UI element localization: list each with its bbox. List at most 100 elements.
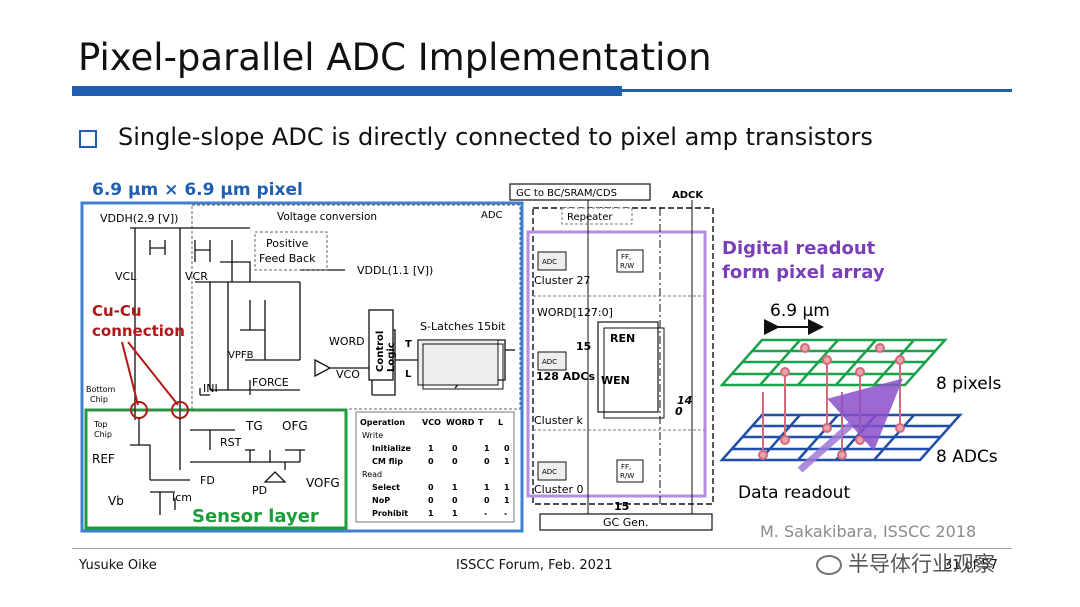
readout-purple-frame <box>526 230 707 498</box>
table-cell: Select <box>372 483 400 492</box>
table-cell: 0 <box>428 483 434 492</box>
vpfb-label: VPFB <box>228 350 254 361</box>
adc-cluster0-label: ADC <box>542 468 557 476</box>
adc128-label: 128 ADCs <box>536 370 596 383</box>
sensor-layer-label: Sensor layer <box>192 506 319 527</box>
operation-table <box>355 411 515 523</box>
n0-label: 0 <box>675 405 683 418</box>
tg-label: TG <box>245 419 263 433</box>
wen-label: WEN <box>601 374 630 387</box>
cluster-k-label: Cluster k <box>534 414 584 427</box>
vddl-label: VDDL(1.1 [V]) <box>357 264 433 277</box>
table-cell: Write <box>362 431 383 440</box>
table-header: VCO <box>422 418 441 427</box>
footer-venue: ISSCC Forum, Feb. 2021 <box>456 558 613 573</box>
table-cell: 1 <box>484 444 490 453</box>
gc-top-label: GC to BC/SRAM/CDS <box>516 188 617 199</box>
n14-label: 14 <box>677 394 692 407</box>
data-readout-arrow <box>797 378 903 473</box>
table-cell: 0 <box>428 496 434 505</box>
vb-label: Vb <box>108 494 124 508</box>
vddh-label: VDDH(2.9 [V]) <box>100 212 178 225</box>
repeater-box <box>561 207 633 225</box>
control-logic-box <box>368 309 394 381</box>
vcr-label: VCR <box>185 270 208 283</box>
force-label: FORCE <box>252 376 289 389</box>
table-cell: - <box>484 509 487 518</box>
watermark: 半导体行业观察 <box>816 548 995 578</box>
adc-block <box>191 204 521 410</box>
table-cell: - <box>504 509 507 518</box>
bullet-text: Single-slope ADC is directly connected t… <box>118 123 873 151</box>
table-cell: 1 <box>452 483 458 492</box>
vco-label: VCO <box>336 368 360 381</box>
gc-top-box <box>509 183 651 201</box>
table-header: L <box>498 418 503 427</box>
pitch-label: 6.9 µm <box>770 301 830 321</box>
table-cell: 0 <box>452 496 458 505</box>
table-cell: 1 <box>484 483 490 492</box>
gc-gen-label: GC Gen. <box>603 516 648 529</box>
adcs-label: 8 ADCs <box>936 447 998 467</box>
ini-label: INI <box>203 382 218 395</box>
cluster27-label: Cluster 27 <box>534 274 591 287</box>
table-cell: 1 <box>504 496 510 505</box>
word127-label: WORD[127:0] <box>537 306 613 319</box>
adc-clusterk-label: ADC <box>542 358 557 366</box>
icm-label: Icm <box>172 491 192 504</box>
table-cell: CM flip <box>372 457 403 466</box>
footer-divider <box>72 548 1012 549</box>
voltage-conversion-label: Voltage conversion <box>277 211 377 223</box>
table-cell: Read <box>362 470 382 479</box>
s-latches-label: S-Latches 15bit <box>420 320 506 333</box>
table-cell: Initialize <box>372 444 412 453</box>
slide-title: Pixel-parallel ADC Implementation <box>78 36 712 79</box>
rst-label: RST <box>220 436 242 449</box>
bullet-square-icon <box>79 130 97 148</box>
table-cell: 0 <box>452 444 458 453</box>
control-logic-label: ControlLogic <box>375 331 397 372</box>
repeater-label: Repeater <box>567 212 613 223</box>
l-label: L <box>405 369 412 380</box>
ofg-label: OFG <box>282 419 308 433</box>
pixels-label: 8 pixels <box>936 374 1001 394</box>
table-cell: 0 <box>452 457 458 466</box>
cluster0-label: Cluster 0 <box>534 483 584 496</box>
table-header: WORD <box>446 418 475 427</box>
data-readout-label: Data readout <box>738 483 850 503</box>
table-cell: 0 <box>504 444 510 453</box>
adck-label: ADCK <box>672 190 704 201</box>
n15b-label: 15 <box>614 500 629 513</box>
adc-label: ADC <box>481 210 503 221</box>
word-label: WORD <box>329 335 365 348</box>
circuit-panel <box>80 201 524 533</box>
table-cell: 0 <box>484 496 490 505</box>
n15-label: 15 <box>576 340 591 353</box>
table-cell: Prohibit <box>372 509 408 518</box>
gc-gen-box <box>539 513 713 531</box>
vofg-label: VOFG <box>306 476 340 490</box>
pixel-size-label: 6.9 µm × 6.9 µm pixel <box>92 180 303 200</box>
table-cell: 0 <box>428 457 434 466</box>
wechat-icon <box>816 555 842 575</box>
table-header: T <box>478 418 484 427</box>
table-cell: 1 <box>428 509 434 518</box>
pixel-layer <box>719 338 948 387</box>
sensor-schematic <box>130 418 305 515</box>
footer-author: Yusuke Oike <box>79 558 157 573</box>
ren-label: REN <box>610 332 635 345</box>
table-cell: NoP <box>372 496 390 505</box>
s-latch-stack <box>417 339 499 386</box>
ff-cluster27: FF,R/W <box>620 253 634 270</box>
pd-label: PD <box>252 484 267 497</box>
ref-label: REF <box>92 452 115 466</box>
adc-cluster27-label: ADC <box>542 258 557 266</box>
table-cell: 1 <box>452 509 458 518</box>
